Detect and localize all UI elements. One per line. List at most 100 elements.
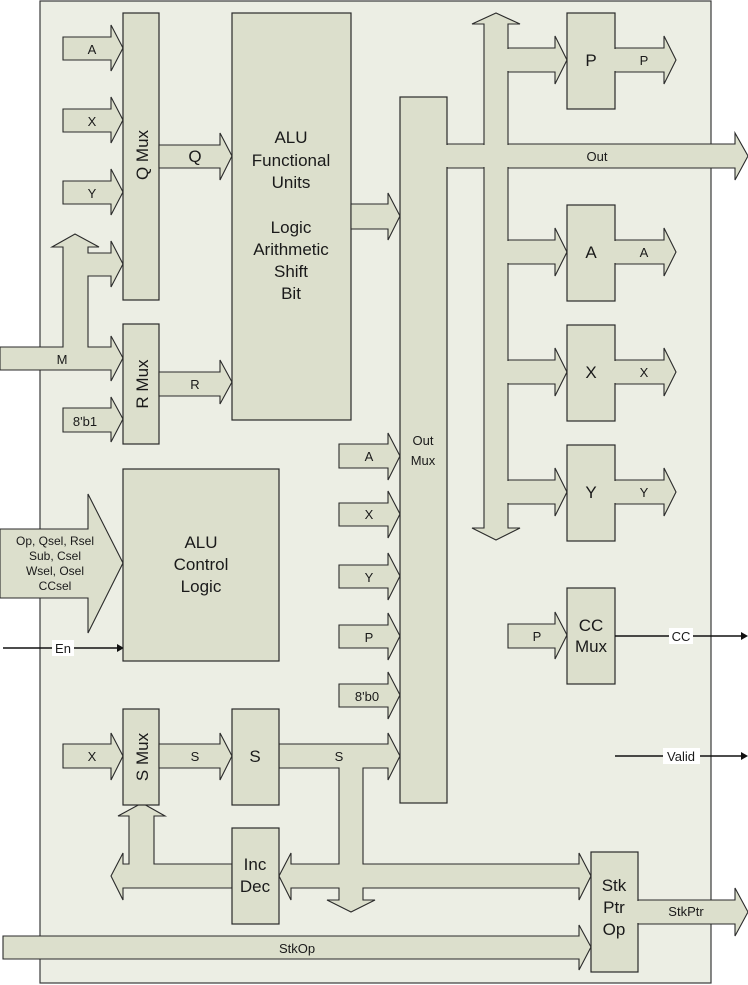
stkop-label: StkOp: [279, 941, 315, 956]
out-mux-input-p-label: P: [365, 630, 374, 645]
alu-control-logic: ALU Control Logic: [122, 468, 280, 662]
register-y: Y Y: [566, 444, 677, 542]
valid-label: Valid: [667, 749, 695, 764]
control-bus-line-1: Op, Qsel, Rsel: [16, 534, 94, 548]
stk-ptr-op-line-2: Ptr: [603, 898, 625, 917]
enable-label: En: [55, 641, 71, 656]
register-x-label: X: [585, 363, 596, 382]
q-mux-input-y: Y: [62, 168, 124, 216]
register-y-label: Y: [585, 483, 596, 502]
register-a-label: A: [585, 243, 597, 262]
alu-result-arrow: [350, 192, 401, 241]
control-bus-line-3: Wsel, Osel: [26, 564, 84, 578]
s-register-label: S: [249, 747, 260, 766]
q-signal-label: Q: [188, 147, 201, 166]
q-signal: Q: [158, 132, 233, 181]
q-mux-input-a-label: A: [88, 42, 97, 57]
out-mux-line-2: Mux: [411, 453, 436, 468]
s-mux-output-label: S: [191, 749, 200, 764]
control-bus-line-2: Sub, Csel: [29, 549, 81, 563]
s-mux: S Mux: [122, 708, 160, 806]
register-p-output-label: P: [640, 53, 649, 68]
alu-functional-units: ALU Functional Units Logic Arithmetic Sh…: [231, 12, 352, 421]
out-mux-input-8b0: 8'b0: [338, 671, 401, 720]
q-mux-input-x-label: X: [88, 114, 97, 129]
bus-joint-y: [506, 481, 509, 503]
stk-ptr-op-line-1: Stk: [602, 876, 627, 895]
register-x-output-label: X: [640, 365, 649, 380]
alu-control-line-3: Logic: [181, 577, 222, 596]
stk-ptr-op: Stk Ptr Op: [590, 851, 639, 973]
bus-joint-p: [506, 49, 509, 71]
bus-joint-a: [506, 241, 509, 263]
alu-func-line-5: Logic: [271, 218, 312, 237]
cc-mux-input-p: P: [507, 611, 568, 660]
out-mux-input-x: X: [338, 490, 401, 539]
inc-dec-line-1: Inc: [244, 855, 267, 874]
m-bus: M: [0, 233, 124, 382]
s-mux-label: S Mux: [133, 732, 152, 781]
r-mux-label: R Mux: [133, 359, 152, 409]
control-bus-line-4: CCsel: [39, 579, 72, 593]
bus-branch-p: [507, 35, 568, 85]
cc-mux: CC Mux: [566, 587, 616, 685]
r-mux-input-8b1: 8'b1: [62, 396, 124, 443]
out-mux: Out Mux: [399, 96, 449, 804]
cc-output: CC: [615, 628, 748, 644]
s-register: S: [231, 708, 280, 806]
register-p-label: P: [585, 51, 596, 70]
control-input-bus: Op, Qsel, Rsel Sub, Csel Wsel, Osel CCse…: [0, 493, 124, 634]
cc-mux-input-label: P: [533, 629, 542, 644]
cc-mux-line-1: CC: [579, 616, 604, 635]
out-bus-label: Out: [587, 149, 608, 164]
bus-branch-a: [507, 227, 568, 277]
out-mux-input-8b0-label: 8'b0: [355, 689, 379, 704]
bus-branch-x: [507, 347, 568, 397]
out-mux-input-a-label: A: [365, 449, 374, 464]
r-mux-input-8b1-label: 8'b1: [73, 414, 97, 429]
s-register-output-bus: [278, 732, 592, 913]
register-y-output-label: Y: [640, 485, 649, 500]
out-mux-input-p: P: [338, 612, 401, 661]
alu-control-line-1: ALU: [184, 533, 217, 552]
valid-output: Valid: [615, 748, 748, 764]
register-x: X X: [566, 324, 677, 422]
bus-branch-y: [507, 467, 568, 517]
bus-junction: [485, 145, 507, 167]
r-mux: R Mux: [122, 323, 160, 445]
alu-func-line-6: Arithmetic: [253, 240, 329, 259]
m-input-label: M: [57, 352, 68, 367]
cc-output-label: CC: [672, 629, 691, 644]
bus-joint-out-right: [506, 145, 509, 167]
out-mux-line-1: Out: [413, 433, 434, 448]
r-signal: R: [158, 359, 233, 405]
alu-func-line-8: Bit: [281, 284, 301, 303]
alu-func-line-1: ALU: [274, 128, 307, 147]
stk-ptr-op-line-3: Op: [603, 920, 626, 939]
q-mux-input-a: A: [62, 24, 124, 72]
inc-dec-feedback-path: [110, 802, 233, 901]
out-mux-input-x-label: X: [365, 507, 374, 522]
out-mux-input-a: A: [338, 432, 401, 481]
bus-joint-x: [506, 361, 509, 383]
r-signal-label: R: [190, 377, 199, 392]
bus-joint-out-left: [483, 145, 486, 167]
out-mux-input-y-label: Y: [365, 570, 374, 585]
stkop-bus: StkOp: [2, 924, 592, 971]
s-register-output-label: S: [335, 749, 344, 764]
alu-control-line-2: Control: [174, 555, 229, 574]
q-mux: Q Mux: [122, 12, 160, 301]
s-mux-input-x: X: [62, 732, 124, 781]
s-mux-input-label: X: [88, 749, 97, 764]
inc-dec-line-2: Dec: [240, 877, 271, 896]
q-mux-label: Q Mux: [133, 129, 152, 180]
register-p: P P: [566, 12, 677, 110]
register-a: A A: [566, 204, 677, 302]
alu-func-line-7: Shift: [274, 262, 308, 281]
out-mux-input-y: Y: [338, 552, 401, 601]
stkptr-output-label: StkPtr: [668, 904, 704, 919]
s-mux-output: S: [158, 732, 233, 781]
q-mux-input-y-label: Y: [88, 186, 97, 201]
alu-func-line-2: Functional: [252, 151, 330, 170]
